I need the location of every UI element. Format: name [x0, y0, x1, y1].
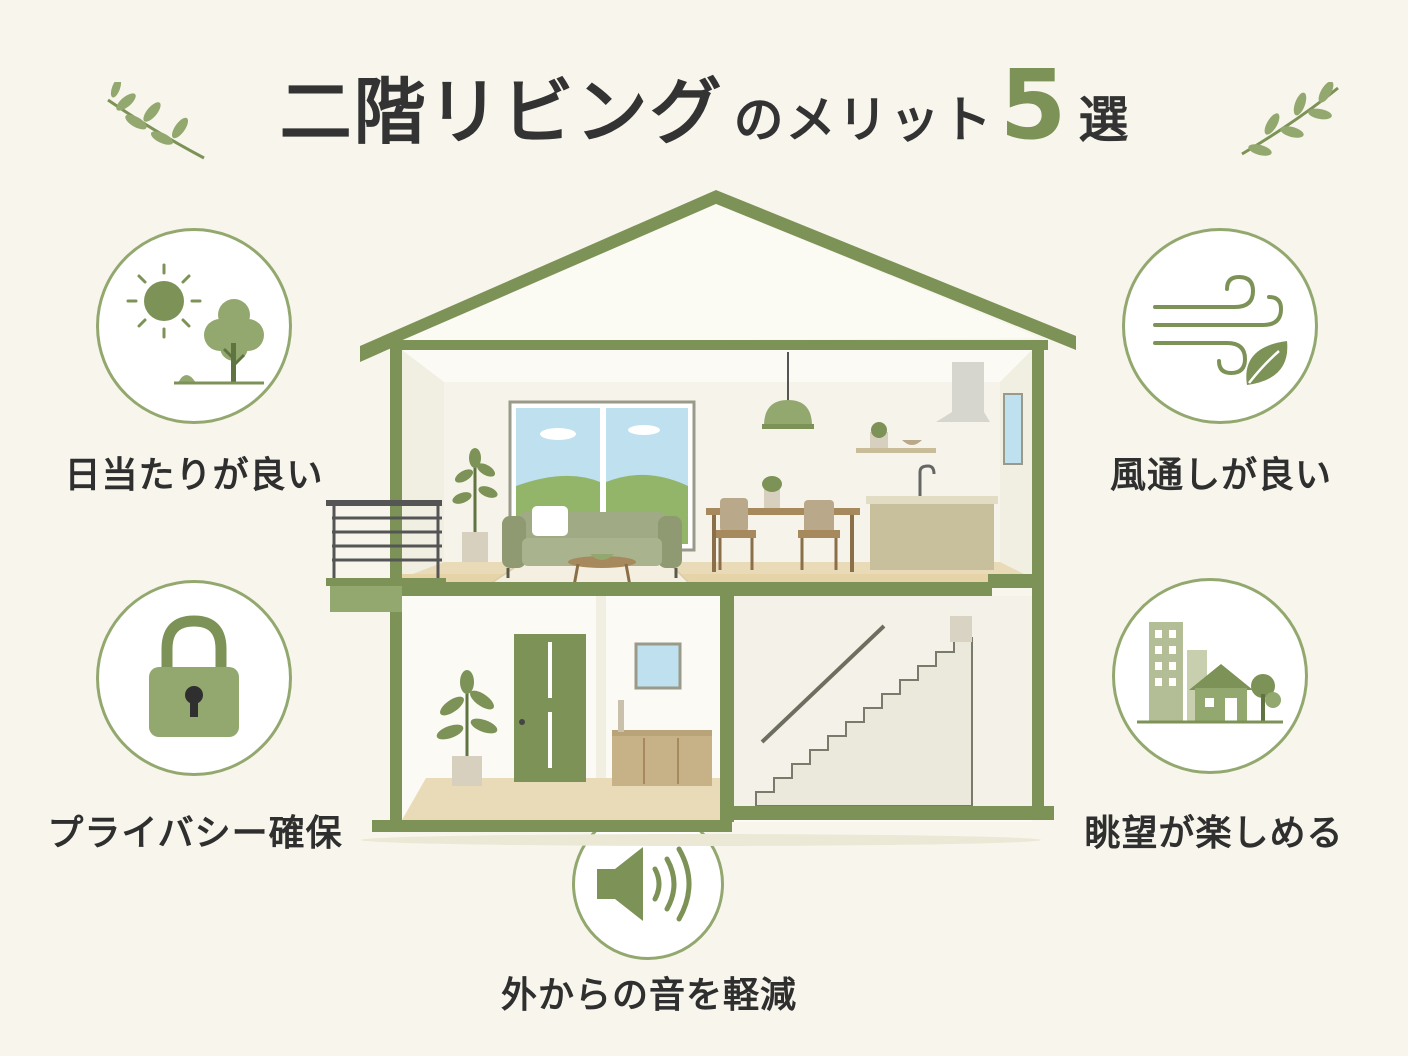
title-main: 二階リビング — [279, 70, 724, 155]
benefit-circle-ventilation — [1122, 228, 1318, 424]
title-number: 5 — [999, 49, 1067, 161]
benefit-label-sunlight: 日当たりが良い — [64, 455, 324, 496]
benefit-label-view: 眺望が楽しめる — [1084, 813, 1344, 854]
lock-icon — [149, 615, 239, 737]
leaf-sprig-right-icon — [1241, 82, 1339, 156]
benefit-label-privacy: プライバシー確保 — [47, 813, 343, 854]
benefit-circle-view — [1112, 578, 1308, 774]
speaker-icon — [597, 846, 692, 922]
title-suffix: 選 — [1078, 91, 1129, 150]
benefit-circle-privacy — [96, 580, 292, 776]
leaf-sprig-left-icon — [107, 82, 205, 160]
benefit-label-sound: 外からの音を軽減 — [500, 975, 797, 1016]
page-title: 二階リビング のメリット 5 選 — [0, 49, 1408, 161]
benefit-circle-sunlight — [96, 228, 292, 424]
benefit-circle-sound — [572, 808, 724, 960]
wind-leaf-icon — [1153, 274, 1288, 385]
city-house-icon — [1137, 622, 1283, 724]
sun-tree-icon — [126, 263, 264, 385]
benefit-label-ventilation: 風通しが良い — [1109, 455, 1332, 496]
house-cross-section-illustration — [326, 190, 1076, 846]
title-particle: のメリット — [733, 91, 994, 150]
